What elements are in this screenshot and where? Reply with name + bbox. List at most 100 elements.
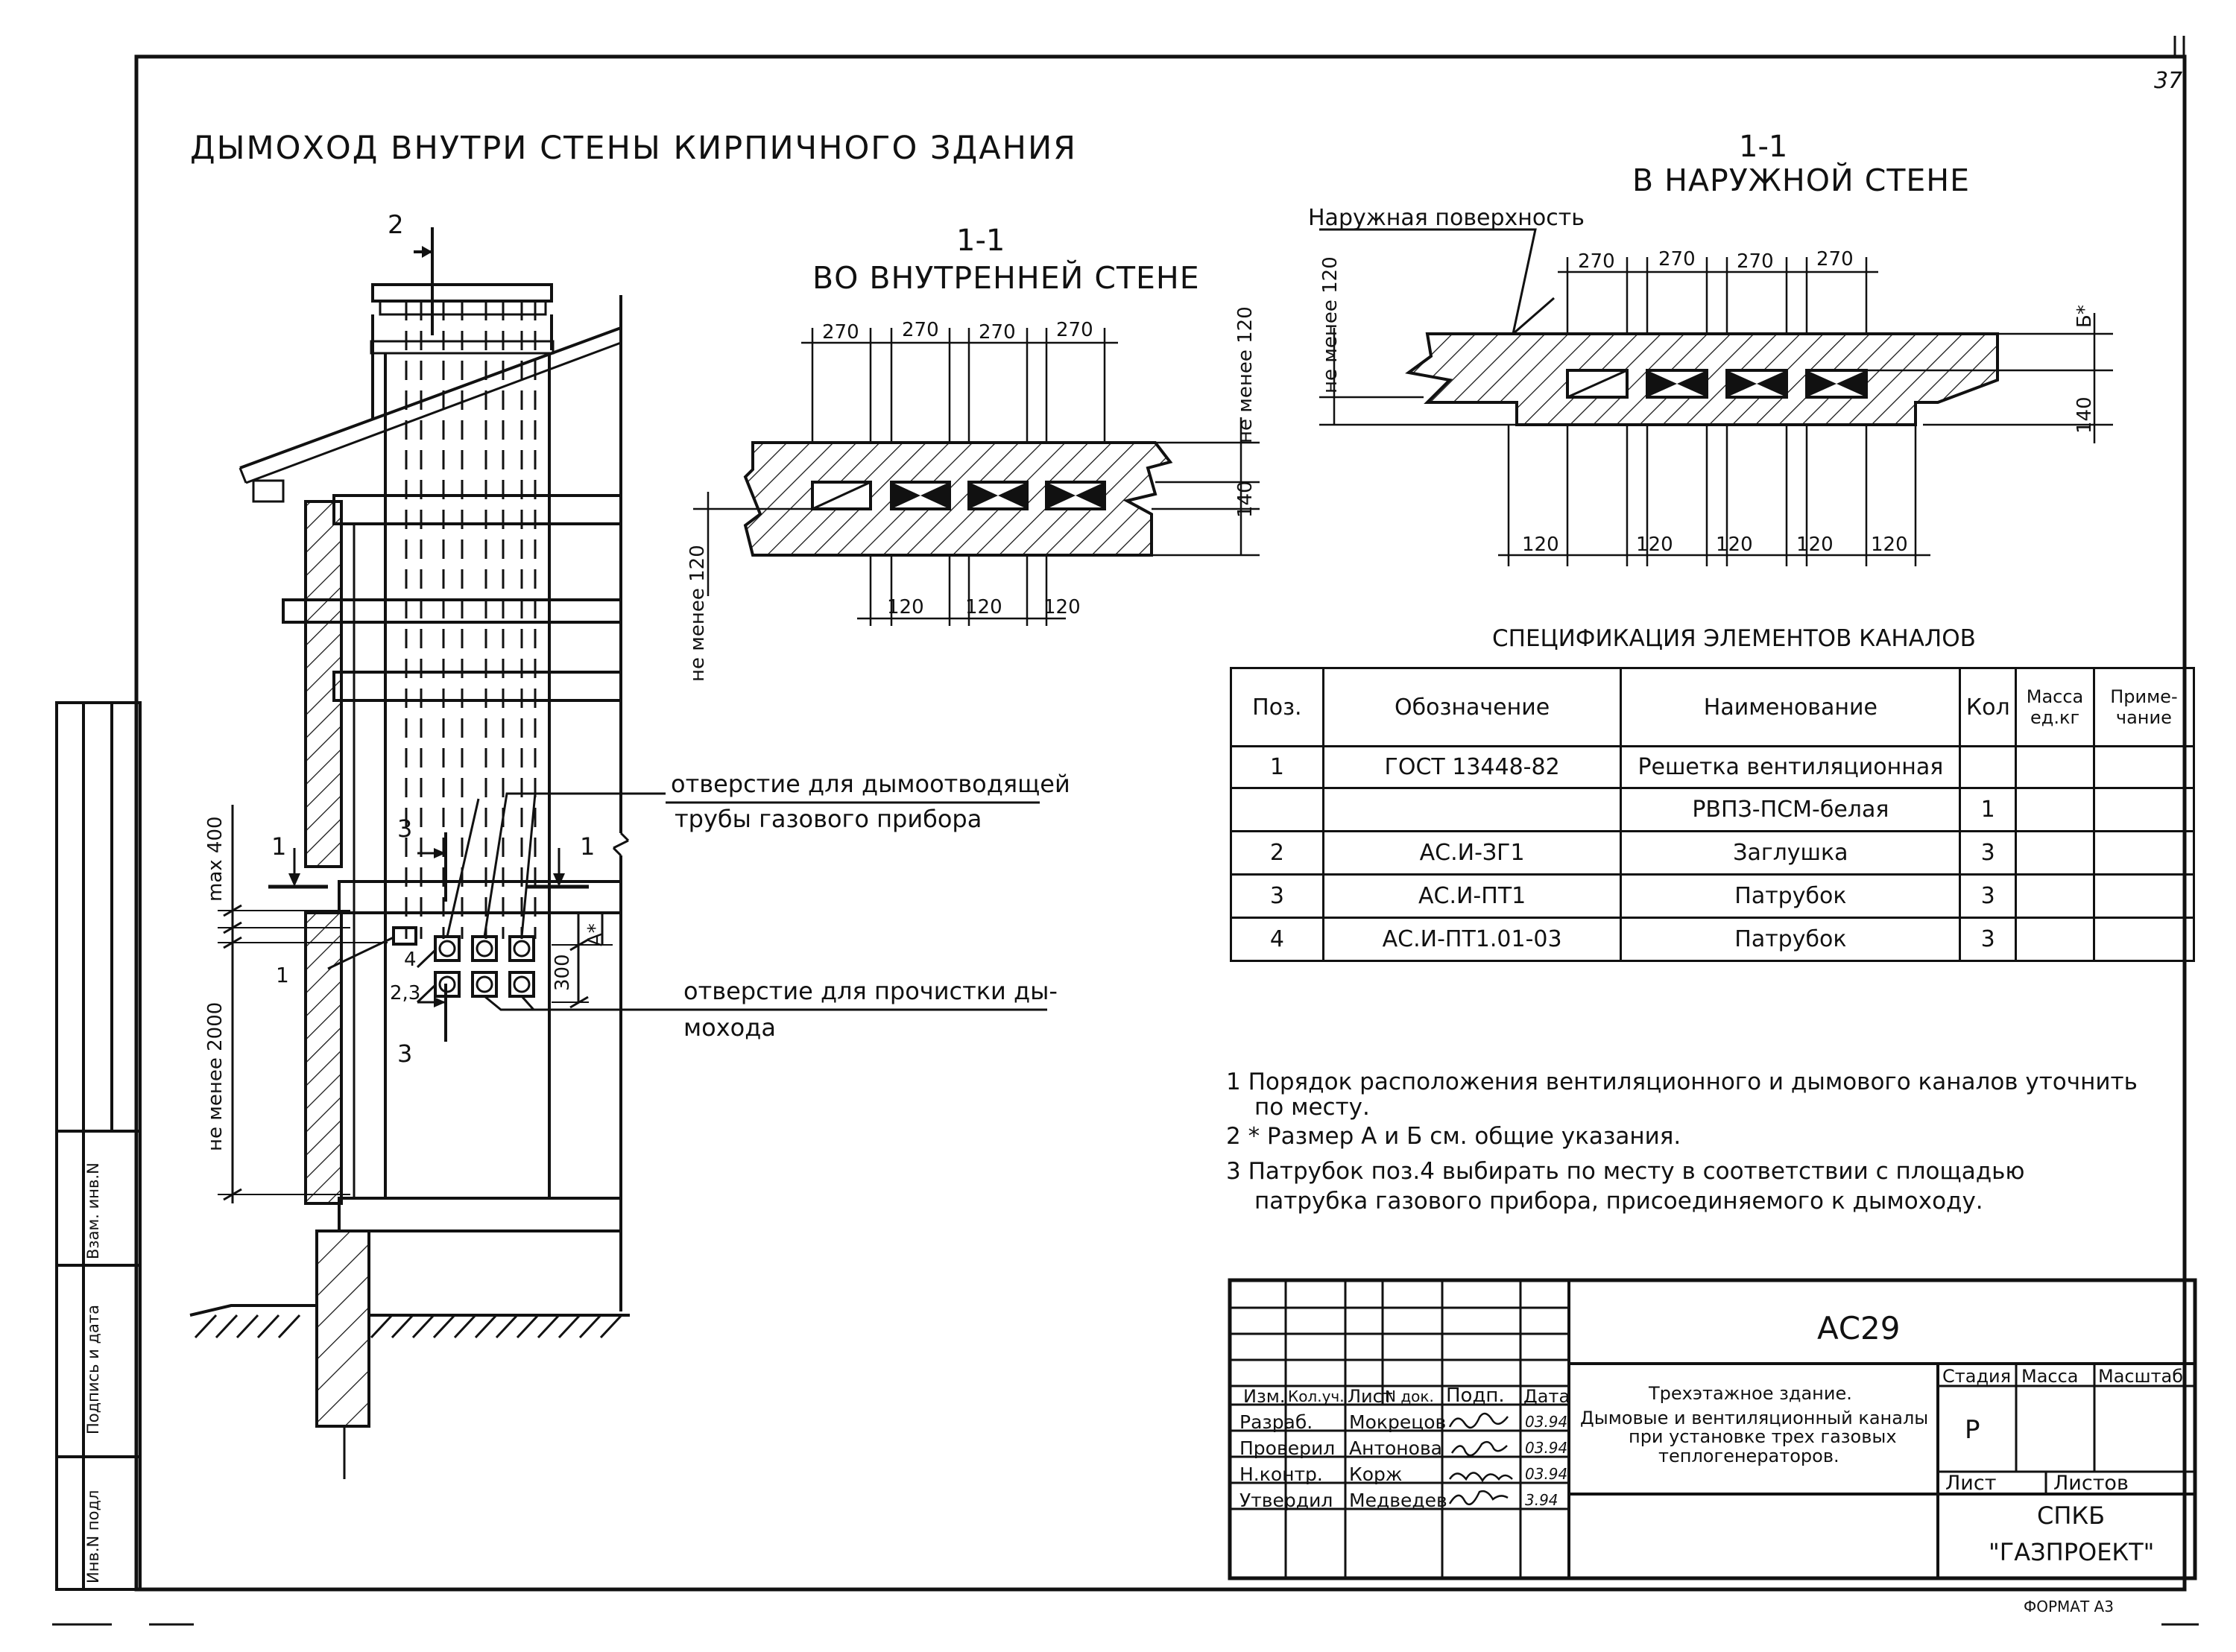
- spec-header-note: Приме- чание: [2092, 667, 2196, 747]
- spec-cell: 4: [1230, 917, 1324, 962]
- tb-desc-1: Трехэтажное здание.: [1649, 1383, 1852, 1404]
- section-3-bottom-mark: 3: [397, 1039, 413, 1068]
- side-stamp: [55, 701, 142, 1591]
- section-2-mark: 2: [388, 210, 404, 240]
- chimney-elevation: [189, 227, 1047, 1479]
- spec-cell: [2092, 745, 2196, 789]
- corner-sheet-number: 37: [2154, 68, 2183, 94]
- outer-dim-270-2: 270: [1658, 248, 1696, 270]
- inner-dim-270-3: 270: [979, 321, 1016, 344]
- outer-section-title: В НАРУЖНОЙ СТЕНЕ: [1632, 162, 1971, 198]
- spec-header-designation: Обозначение: [1321, 667, 1623, 747]
- tb-name-3: Корж: [1349, 1463, 1403, 1485]
- tb-sheets-label: Листов: [2053, 1472, 2129, 1495]
- format-label: ФОРМАТ А3: [2024, 1598, 2114, 1615]
- leader-1-label: 1: [276, 963, 289, 987]
- spec-cell: 2: [1230, 830, 1324, 876]
- side-stamp-sign-date: Подпись и дата: [84, 1305, 102, 1434]
- tb-role-approver: Утвердил: [1239, 1490, 1333, 1511]
- spec-header-name: Наименование: [1620, 667, 1962, 747]
- spec-cell: [2015, 787, 2095, 832]
- side-stamp-replace: Взам. инв.N: [84, 1162, 102, 1259]
- side-stamp-inv: Инв.N подл: [84, 1490, 102, 1583]
- tb-date-4: 3.94: [1525, 1491, 1558, 1509]
- spec-cell: [2092, 917, 2196, 962]
- tb-header-izm: Изм.: [1243, 1386, 1286, 1407]
- tb-name-4: Медведев: [1349, 1490, 1447, 1511]
- leader-4-label: 4: [404, 949, 417, 971]
- outer-dim-120-2: 120: [1636, 534, 1673, 556]
- tb-role-normcontrol: Н.контр.: [1239, 1463, 1323, 1485]
- inner-dim-120-2: 120: [965, 596, 1002, 618]
- spec-cell: 3: [1959, 830, 2018, 876]
- tb-stage-value: Р: [1965, 1415, 1980, 1445]
- tb-name-1: Мокрецов: [1349, 1411, 1447, 1433]
- spec-cell: Патрубок: [1620, 873, 1962, 919]
- outer-surface-label: Наружная поверхность: [1308, 205, 1585, 231]
- spec-cell: АС.И-ЗГ1: [1321, 830, 1623, 876]
- section-outer-wall: [1319, 228, 2113, 566]
- outer-dim-120-5: 120: [1871, 534, 1908, 556]
- tb-code: АС29: [1817, 1310, 1901, 1346]
- main-title: ДЫМОХОД ВНУТРИ СТЕНЫ КИРПИЧНОГО ЗДАНИЯ: [190, 130, 1077, 167]
- spec-cell: [2015, 873, 2095, 919]
- spec-header-pos: Поз.: [1230, 667, 1324, 747]
- inner-dim-120-1: 120: [887, 596, 924, 618]
- tb-mass-label: Масса: [2021, 1366, 2079, 1387]
- note-clean-hole-line1: отверстие для прочистки ды-: [683, 977, 1058, 1005]
- spec-table: Поз. Обозначение Наименование Кол Масса …: [1230, 667, 2196, 962]
- tb-desc-3: при установке трех газовых: [1629, 1426, 1897, 1447]
- spec-cell: 3: [1959, 917, 2018, 962]
- section-3-top-mark: 3: [397, 814, 413, 843]
- note-1-line1: 1 Порядок расположения вентиляционного и…: [1226, 1069, 2138, 1095]
- tb-date-2: 03.94: [1525, 1439, 1568, 1457]
- tb-scale-label: Масштаб: [2098, 1366, 2184, 1387]
- note-flue-hole-line2: трубы газового прибора: [675, 805, 982, 833]
- tb-desc-4: теплогенераторов.: [1658, 1446, 1839, 1466]
- note-2: 2 * Размер А и Б см. общие указания.: [1226, 1123, 1681, 1150]
- inner-dim-120-3: 120: [1043, 596, 1081, 618]
- outer-dim-270-4: 270: [1816, 248, 1854, 270]
- spec-cell: АС.И-ПТ1: [1321, 873, 1623, 919]
- outer-section-number: 1-1: [1739, 130, 1788, 164]
- spec-cell: [2015, 745, 2095, 789]
- spec-cell: [1230, 787, 1324, 832]
- spec-cell: [2015, 830, 2095, 876]
- tb-role-developer: Разраб.: [1239, 1411, 1313, 1433]
- spec-header-mass: Масса ед.кг: [2015, 667, 2095, 747]
- tb-stage-label: Стадия: [1942, 1366, 2012, 1387]
- inner-section-title: ВО ВНУТРЕННЕЙ СТЕНЕ: [812, 260, 1200, 296]
- tb-header-sign: Подп.: [1446, 1384, 1505, 1407]
- tb-header-date: Дата: [1523, 1386, 1570, 1407]
- inner-dim-270-2: 270: [902, 319, 939, 341]
- note-3-line1: 3 Патрубок поз.4 выбирать по месту в соо…: [1226, 1158, 2025, 1185]
- spec-cell: Патрубок: [1620, 917, 1962, 962]
- spec-cell: 3: [1959, 873, 2018, 919]
- spec-cell: АС.И-ПТ1.01-03: [1321, 917, 1623, 962]
- section-inner-wall: [693, 328, 1260, 626]
- spec-title: СПЕЦИФИКАЦИЯ ЭЛЕМЕНТОВ КАНАЛОВ: [1492, 625, 1976, 652]
- spec-cell: ГОСТ 13448-82: [1321, 745, 1623, 789]
- spec-cell: 1: [1959, 787, 2018, 832]
- outer-dim-270-1: 270: [1578, 250, 1615, 273]
- spec-cell: [2015, 917, 2095, 962]
- section-1-right-mark: 1: [580, 832, 596, 861]
- spec-cell: [2092, 873, 2196, 919]
- spec-cell: [2092, 830, 2196, 876]
- tb-org-1: СПКБ: [2037, 1501, 2106, 1530]
- corner-mark: [2173, 36, 2185, 57]
- tb-date-3: 03.94: [1525, 1465, 1568, 1483]
- signatures: [1448, 1412, 1513, 1506]
- tb-header-list: Лист: [1348, 1386, 1393, 1407]
- section-1-left-mark: 1: [271, 832, 287, 861]
- spec-cell: [2092, 787, 2196, 832]
- note-flue-hole-line1: отверстие для дымоотводящей: [671, 770, 1070, 798]
- leader-23-label: 2,3: [390, 982, 421, 1004]
- tb-org-2: "ГАЗПРОЕКТ": [1989, 1538, 2155, 1566]
- spec-cell: 3: [1230, 873, 1324, 919]
- tb-date-1: 03.94: [1525, 1413, 1568, 1431]
- tb-role-checker: Проверил: [1239, 1437, 1336, 1459]
- spec-cell: РВПЗ-ПСМ-белая: [1620, 787, 1962, 832]
